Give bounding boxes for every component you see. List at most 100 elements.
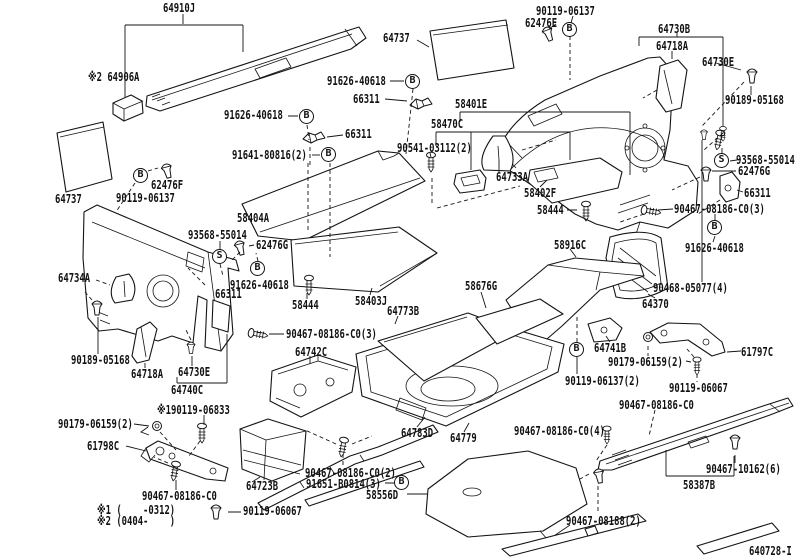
part-label-90119-06067-r[interactable]: 90119-06067 <box>669 381 728 395</box>
part-label-66311-l[interactable]: 66311 <box>345 127 372 141</box>
part-label-90119-06137-r[interactable]: 90119-06137(2) <box>565 374 640 388</box>
part-label-64783D[interactable]: 64783D <box>401 426 434 440</box>
part-label-64742C[interactable]: 64742C <box>295 345 328 359</box>
legend-line-2: ※2 (0404- ) <box>97 514 176 528</box>
part-label-91626-40618-r[interactable]: 91626-40618 <box>685 241 744 255</box>
part-label-64718A-l[interactable]: 64718A <box>131 367 164 381</box>
part-label-90119-06067-bl[interactable]: 90119-06067 <box>243 504 302 518</box>
part-label-64734A[interactable]: 64734A <box>58 271 91 285</box>
part-label-90467-c0-3r[interactable]: 90467-08186-C0(3) <box>674 202 765 216</box>
part-label-90119-06833[interactable]: ※190119-06833 <box>157 403 230 417</box>
part-label-64773B[interactable]: 64773B <box>387 304 420 318</box>
part-label-64910J[interactable]: 64910J <box>163 1 196 15</box>
callout-circle-B-3[interactable]: B <box>133 168 148 183</box>
callout-circle-B-1[interactable]: B <box>299 109 314 124</box>
part-label-90467-08188[interactable]: 90467-08188(2) <box>566 514 641 528</box>
callout-circle-B-2[interactable]: B <box>562 22 577 37</box>
part-label-62476F[interactable]: 62476F <box>151 178 184 192</box>
part-label-64723B[interactable]: 64723B <box>246 479 279 493</box>
callout-circle-B-10[interactable]: B <box>394 475 409 490</box>
callout-circle-B-6[interactable]: B <box>250 261 265 276</box>
part-label-62476E[interactable]: 62476E <box>525 16 558 30</box>
callout-circle-S-5[interactable]: S <box>212 249 227 264</box>
part-label-90467-c0-3c[interactable]: 90467-08186-C0(3) <box>286 327 377 341</box>
part-61798C-bracket <box>140 440 229 482</box>
part-label-58401E[interactable]: 58401E <box>455 97 488 111</box>
part-label-90179-06159-r[interactable]: 90179-06159(2) <box>608 355 683 369</box>
part-label-64779[interactable]: 64779 <box>450 431 477 445</box>
part-label-91651-B0814[interactable]: 91651-B0814(3) <box>306 477 381 491</box>
part-58404A-deck-board <box>241 150 426 242</box>
part-label-90119-06137-l[interactable]: 90119-06137 <box>116 191 175 205</box>
callout-circle-B-4[interactable]: B <box>321 147 336 162</box>
part-64734A-cap <box>110 273 136 304</box>
part-label-64730E-l[interactable]: 64730E <box>178 365 211 379</box>
part-label-90541-03112[interactable]: 90541-03112(2) <box>397 141 472 155</box>
part-corner-strips <box>501 513 780 557</box>
part-label-61797C[interactable]: 61797C <box>741 345 774 359</box>
part-label-90119-06137-t[interactable]: 90119-06137 <box>536 4 595 18</box>
part-label-58402F[interactable]: 58402F <box>524 186 557 200</box>
part-label-90467-c0-bl[interactable]: 90467-08186-C0 <box>142 489 217 503</box>
part-64910J-package-tray <box>145 26 367 112</box>
part-61797C-arm <box>649 322 726 357</box>
part-64718A-left <box>131 321 158 364</box>
part-label-58444-l[interactable]: 58444 <box>292 298 319 312</box>
part-label-91641-80816[interactable]: 91641-80816(2) <box>232 148 307 162</box>
part-label-64741B[interactable]: 64741B <box>594 341 627 355</box>
part-label-58916C[interactable]: 58916C <box>554 238 587 252</box>
part-label-58387B[interactable]: 58387B <box>683 478 716 492</box>
callout-circle-B-0[interactable]: B <box>405 74 420 89</box>
part-64733A-cone <box>481 135 514 172</box>
part-58556D-mat <box>425 450 588 541</box>
callout-circle-B-8[interactable]: B <box>707 220 722 235</box>
part-label-64906A[interactable]: ※2 64906A <box>88 70 140 84</box>
part-64734A-side-trim <box>82 204 240 352</box>
part-label-90468-05077[interactable]: 90468-05077(4) <box>653 281 728 295</box>
part-label-90467-c0-2[interactable]: 90467-08186-C0(2) <box>305 466 396 480</box>
part-label-90467-c0-4[interactable]: 90467-08186-C0(4) <box>514 424 605 438</box>
part-label-58444-r[interactable]: 58444 <box>537 203 564 217</box>
part-label-64737-l[interactable]: 64737 <box>55 192 82 206</box>
part-64737-top <box>429 19 515 81</box>
part-64723B-trim <box>239 418 307 482</box>
part-label-58403J[interactable]: 58403J <box>355 294 388 308</box>
part-58470C-striker <box>453 169 487 194</box>
part-label-64740C[interactable]: 64740C <box>171 383 204 397</box>
part-64718A-right <box>655 59 688 113</box>
part-label-58404A[interactable]: 58404A <box>237 211 270 225</box>
part-label-58676G[interactable]: 58676G <box>465 279 498 293</box>
part-label-93568-55014-r[interactable]: 93568-55014 <box>736 153 795 167</box>
part-label-66311-r[interactable]: 66311 <box>744 186 771 200</box>
part-label-90467-10162[interactable]: 90467-10162(6) <box>706 462 781 476</box>
part-label-64370[interactable]: 64370 <box>642 297 669 311</box>
part-64741B-bracket <box>587 317 623 343</box>
part-label-64730B[interactable]: 64730B <box>658 22 691 36</box>
part-label-64730E-r[interactable]: 64730E <box>702 55 735 69</box>
part-64783D-rail <box>257 424 439 511</box>
callout-circle-S-7[interactable]: S <box>714 153 729 168</box>
part-label-90189-05168-l[interactable]: 90189-05168 <box>71 353 130 367</box>
part-label-91626-40618-l[interactable]: 91626-40618 <box>224 108 283 122</box>
part-label-58556D[interactable]: 58556D <box>366 488 399 502</box>
part-label-66311-c[interactable]: 66311 <box>215 287 242 301</box>
part-label-58470C[interactable]: 58470C <box>431 117 464 131</box>
part-label-61798C[interactable]: 61798C <box>87 439 120 453</box>
part-label-62476G-l[interactable]: 62476G <box>256 238 289 252</box>
part-label-90467-c0-r[interactable]: 90467-08186-C0 <box>619 398 694 412</box>
part-label-93568-55014-l[interactable]: 93568-55014 <box>188 228 247 242</box>
part-64740C-pillar <box>211 299 231 333</box>
part-label-66311-t[interactable]: 66311 <box>353 92 380 106</box>
part-label-91626-40618-c[interactable]: 91626-40618 <box>230 278 289 292</box>
part-label-62476G-r[interactable]: 62476G <box>738 164 771 178</box>
part-label-64733A[interactable]: 64733A <box>496 170 529 184</box>
part-label-90179-06159-l[interactable]: 90179-06159(2) <box>58 417 133 431</box>
part-label-91626-40618-t[interactable]: 91626-40618 <box>327 74 386 88</box>
part-label-90189-05168-r[interactable]: 90189-05168 <box>725 93 784 107</box>
part-58403J-board <box>290 226 438 293</box>
callout-circle-B-9[interactable]: B <box>569 342 584 357</box>
part-label-64718A-r[interactable]: 64718A <box>656 39 689 53</box>
part-label-64737-top[interactable]: 64737 <box>383 31 410 45</box>
